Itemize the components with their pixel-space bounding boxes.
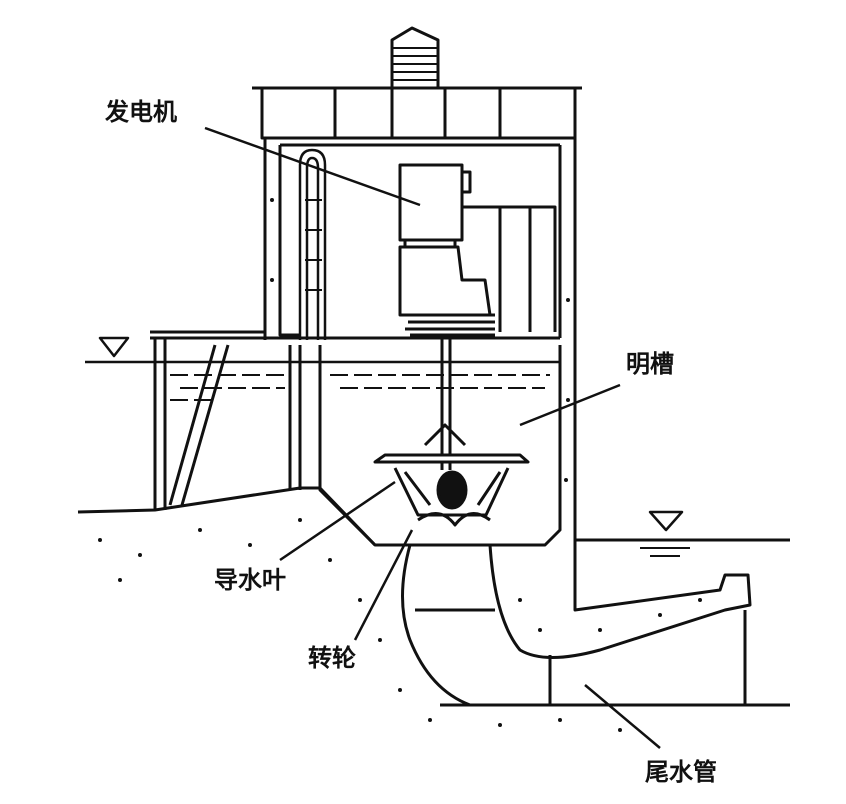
ground-line <box>77 486 790 547</box>
intake-pipe <box>298 148 327 340</box>
open-flume-chamber <box>288 345 562 547</box>
label-draft-tube: 尾水管 <box>645 758 717 786</box>
generator-leader <box>204 126 421 207</box>
generator <box>398 163 495 337</box>
guide-vane-leader <box>279 480 396 562</box>
turbine-shaft <box>440 335 452 470</box>
draft-tube-leader <box>584 684 661 749</box>
concrete-texture <box>98 198 702 732</box>
leader-lines <box>204 126 661 749</box>
guide-vanes <box>373 423 530 517</box>
roof <box>252 86 582 140</box>
open-flume-leader <box>519 383 621 427</box>
downstream-water <box>640 510 690 557</box>
label-open-flume: 明槽 <box>626 350 674 378</box>
label-generator: 发电机 <box>105 98 177 126</box>
label-guide-vane: 导水叶 <box>214 566 286 594</box>
upstream-water <box>85 336 560 401</box>
floor <box>150 330 560 510</box>
draft-tube-structure <box>401 544 790 707</box>
roof-vent <box>390 26 440 90</box>
label-runner: 转轮 <box>308 644 356 672</box>
runner-leader <box>353 529 414 641</box>
control-cabinets <box>462 205 557 332</box>
powerhouse-walls <box>263 138 577 605</box>
runner <box>417 470 491 527</box>
